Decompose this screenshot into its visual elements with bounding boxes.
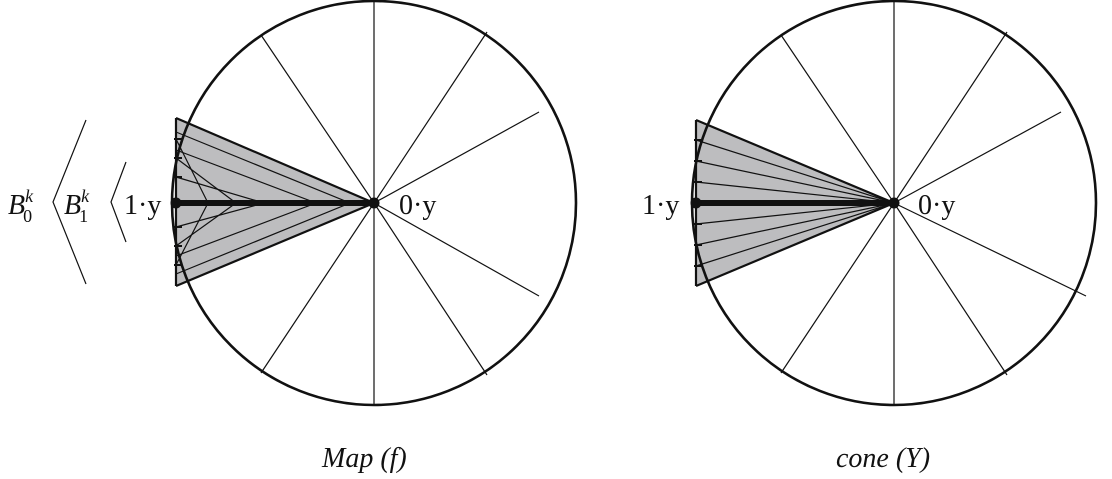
left-label-one: 1·y [124,190,161,221]
right-edge-ticks [694,139,702,267]
left-point-one [170,197,182,209]
right-radial-spokes [780,1,1087,405]
right-point-zero [888,197,900,209]
right-figure: 1·y 0·y cone (Y) [642,0,1098,474]
left-label-zero: 0·y [399,190,436,221]
left-bracket-outer [52,119,87,285]
right-label-zero: 0·y [918,190,955,221]
left-bracket-inner [110,161,127,243]
right-inner-fan-lines [695,139,895,267]
right-point-one [690,197,702,209]
left-caption: Map (f) [321,443,407,474]
right-label-one: 1·y [642,190,679,221]
left-point-zero [368,197,380,209]
right-caption: cone (Y) [836,443,930,474]
left-radial-spokes [260,1,540,405]
left-edge-ticks [174,138,182,266]
